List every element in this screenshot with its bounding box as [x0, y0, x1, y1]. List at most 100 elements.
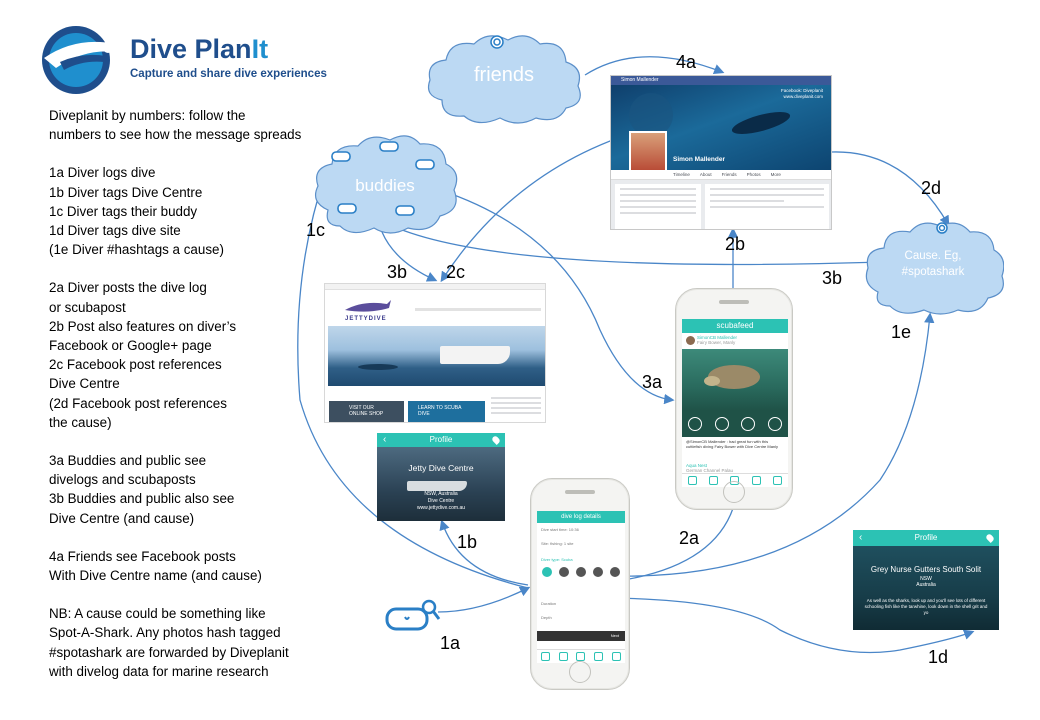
step-line: 2c Facebook post references [49, 357, 222, 373]
dive-type-options [539, 567, 623, 585]
facebook-nav-item[interactable]: Timeline [673, 172, 690, 177]
friends-cloud: friends [422, 30, 586, 126]
facebook-post-panel [705, 184, 829, 229]
facebook-nav-item[interactable]: Friends [721, 172, 737, 177]
step-line: 1d Diver tags dive site [49, 223, 181, 239]
mask-icon [331, 141, 435, 216]
boat-banner-image [328, 326, 545, 386]
label-2d: 2d [921, 178, 942, 198]
profile-header: ‹ Profile [377, 433, 505, 447]
scuba-option-icon[interactable] [542, 567, 553, 577]
share-icon[interactable] [611, 652, 621, 661]
label-3a: 3a [642, 372, 663, 392]
search-icon[interactable] [558, 652, 568, 661]
step-line: 2b Post also features on diver’s [49, 318, 237, 334]
label-1a: 1a [440, 633, 461, 653]
label-2b: 2b [725, 234, 746, 254]
profile-photo [629, 131, 667, 173]
boat-shape [440, 346, 510, 364]
back-chevron-icon[interactable]: ‹ [383, 434, 387, 445]
arrow-1a [437, 586, 531, 613]
camera-icon[interactable] [576, 652, 586, 661]
back-chevron-icon[interactable]: ‹ [859, 532, 863, 543]
drift-option-icon[interactable] [592, 567, 603, 577]
cuttlefish-icon [704, 365, 760, 389]
step-line: 3a Buddies and public see [49, 453, 207, 469]
arrow-2a [609, 495, 740, 583]
label-1b: 1b [457, 532, 478, 552]
logo-tagline: Capture and share dive experiences [130, 68, 327, 80]
dive-site-name: Grey Nurse Gutters South Solit [870, 565, 982, 574]
profile-name: Jetty Dive Centre [408, 463, 474, 473]
arrow-3b-left [381, 231, 438, 282]
jetty-logo-text: JETTYDIVE [345, 316, 387, 322]
depth-field[interactable]: Depth [541, 615, 552, 620]
wreck-option-icon[interactable] [609, 567, 620, 577]
step-line: #spotashark are forwarded by Diveplanit [49, 644, 289, 660]
duration-field[interactable]: Duration [541, 601, 557, 606]
arrow-2d [831, 151, 950, 227]
step-line: 4a Friends see Facebook posts [49, 548, 236, 564]
mask-icon [936, 222, 948, 234]
next-button[interactable]: Next [537, 631, 625, 641]
label-4a: 4a [676, 52, 697, 72]
feed-caption: @SimonCB Mallender : had great fun with … [686, 439, 779, 449]
macro-option-icon[interactable] [575, 567, 586, 577]
dive-start-field[interactable]: Dive start time: 10:36 [541, 527, 579, 532]
step-line: Dive Centre [49, 376, 120, 392]
step-line: with divelog data for marine research [49, 663, 269, 679]
step-line: numbers to see how the message spreads [49, 127, 302, 143]
facebook-nav: Timeline About Friends Photos More [611, 170, 831, 180]
facebook-nav-item[interactable]: Photos [746, 172, 761, 177]
mask-icon [490, 35, 504, 49]
facebook-profile-name: Simon Mallender [673, 156, 726, 163]
share-icon[interactable] [772, 476, 782, 485]
facebook-page-screenshot: Simon Mallender Facebook: Diveplanit www… [610, 75, 832, 230]
logo-title: Dive PlanIt [130, 34, 269, 64]
buddies-cloud: buddies [310, 130, 460, 240]
feed-tabbar [682, 473, 788, 487]
facebook-nav-item[interactable]: About [699, 172, 712, 177]
label-1c: 1c [306, 220, 326, 240]
profile-header: ‹ Profile [853, 530, 999, 546]
facebook-nav-item[interactable]: More [770, 172, 781, 177]
step-line: 1a Diver logs dive [49, 165, 156, 181]
location-pin-icon [985, 533, 995, 543]
bell-icon[interactable] [594, 652, 604, 661]
dive-site-field[interactable]: Site: fishing: 1 site [541, 541, 574, 546]
bell-icon[interactable] [751, 476, 761, 485]
step-line: With Dive Centre name (and cause) [49, 568, 262, 584]
free-option-icon[interactable] [559, 567, 570, 577]
cause-cloud: Cause. Eg, #spotashark [862, 218, 1005, 318]
feed-stats [682, 411, 788, 437]
diver-type-field[interactable]: Diver type: Scuba [541, 557, 573, 562]
sidebar-links [491, 394, 541, 422]
arrow-1d [611, 597, 975, 654]
step-line: (1e Diver #hashtags a cause) [49, 242, 224, 258]
step-line: 2a Diver posts the dive log [49, 280, 207, 296]
scubafeed-phone: scubafeed SimonCB Mallender Fairy Bower,… [675, 288, 793, 510]
feed-post-user-2[interactable]: Aqua Nest German Channel Palau [686, 463, 734, 473]
step-line: divelogs and scubaposts [49, 472, 196, 488]
home-icon[interactable] [688, 476, 698, 485]
label-1d: 1d [928, 647, 949, 667]
step-line: 1b Diver tags Dive Centre [49, 184, 203, 200]
step-line: Spot-A-Shark. Any photos hash tagged [49, 625, 281, 641]
dive-log-header: dive log details [537, 511, 625, 523]
dive-log-phone: dive log details Dive start time: 10:36 … [530, 478, 630, 690]
diver-logo-icon [42, 26, 118, 94]
step-line: (2d Facebook post references [49, 395, 227, 411]
step-line: or scubapost [49, 299, 126, 315]
feed-post-user[interactable]: SimonCB Mallender Fairy Bower, Manly [697, 335, 738, 345]
dive-site-profile-card: ‹ Profile Grey Nurse Gutters South Solit… [853, 530, 999, 630]
step-line: Facebook or Google+ page [49, 338, 212, 354]
log-tabbar [537, 649, 625, 663]
search-icon[interactable] [709, 476, 719, 485]
home-icon[interactable] [541, 652, 551, 661]
arrow-1e [611, 312, 935, 577]
